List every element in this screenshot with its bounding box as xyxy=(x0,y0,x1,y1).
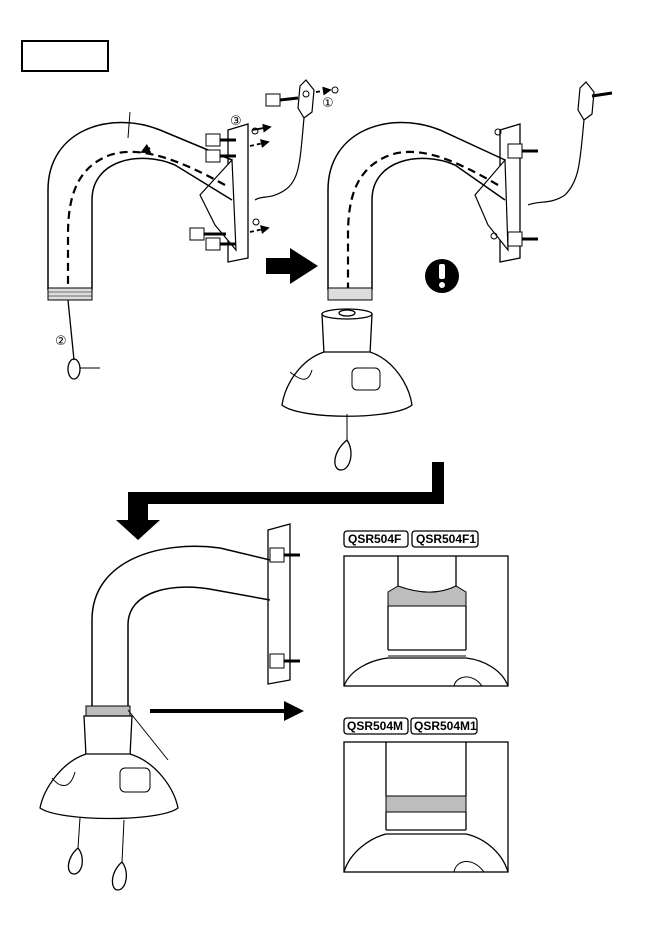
step-number-3: ③ xyxy=(230,114,242,129)
step-number-1: ① xyxy=(322,96,334,111)
detail-box-top xyxy=(344,556,508,686)
bracket-panel-3 xyxy=(40,524,300,890)
model-tag-qsr504f: QSR504F xyxy=(348,532,401,546)
model-tag-qsr504f1: QSR504F1 xyxy=(416,532,476,546)
model-tag-group-top: QSR504F QSR504F1 xyxy=(344,531,478,547)
model-tag-group-bottom: QSR504M QSR504M1 xyxy=(344,718,477,734)
flow-arrow-right-1 xyxy=(266,248,318,284)
detail-box-bottom xyxy=(344,742,508,872)
bracket-panel-1 xyxy=(48,80,338,379)
model-tag-qsr504m: QSR504M xyxy=(347,719,403,733)
step-label-box xyxy=(22,41,108,71)
step-number-2: ② xyxy=(55,334,67,349)
bracket-panel-2 xyxy=(282,82,612,470)
model-tag-qsr504m1: QSR504M1 xyxy=(414,719,477,733)
bracket-arm xyxy=(48,123,232,291)
